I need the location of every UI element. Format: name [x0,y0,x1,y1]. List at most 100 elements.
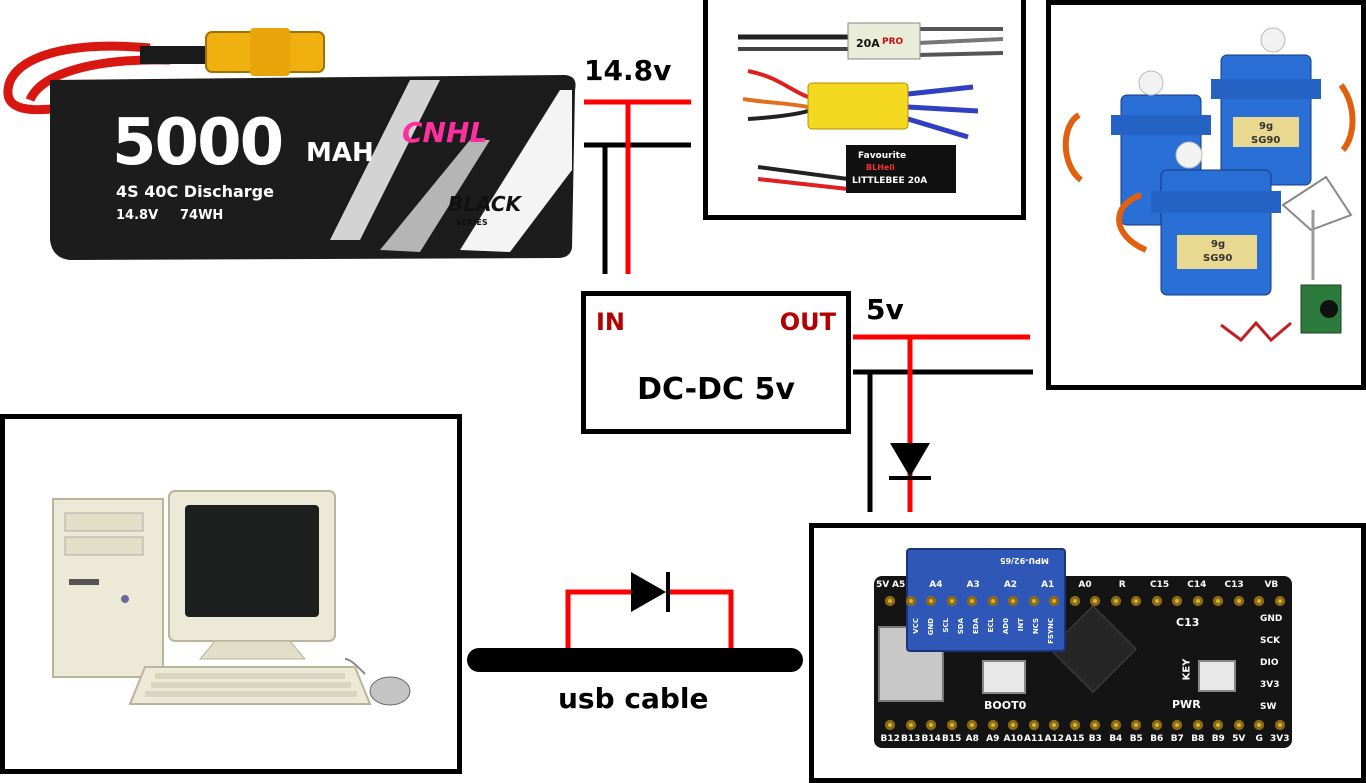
pin-hole [1049,720,1059,730]
top-pin-holes [880,596,1290,608]
esc-box: 20A PRO Favourite BLHeli LITTLEBEE 20A [703,0,1026,220]
right-pin-label: DIO [1260,658,1278,668]
bottom-pin-holes [880,720,1290,732]
pin-hole [1008,596,1018,606]
pin-label: C13 [1215,580,1252,590]
pin-hole [988,596,998,606]
pin-label-5v: 5V [876,580,889,590]
pin-hole [1049,596,1059,606]
imu-pin-label: GND [927,618,935,635]
battery-voltage: 14.8V [116,208,158,223]
pin-hole [1029,596,1039,606]
imu-pins: VCCGNDSCLSDAEDAECLAD0INTNCSFSYNC [910,618,1060,644]
pc-art [5,419,457,769]
pin-label: B5 [1126,734,1147,744]
pin-hole [1029,720,1039,730]
imu-pin-label: INT [1017,618,1025,631]
pin-label: B12 [880,734,901,744]
pin-label: 5V [1229,734,1250,744]
pin-hole [1131,720,1141,730]
pin-label: G [1249,734,1270,744]
pin-hole [967,720,977,730]
boot-label: BOOT0 [984,699,1026,712]
esc-top-suffix: PRO [882,37,903,47]
pin-hole [1111,720,1121,730]
pin-label: A9 [983,734,1004,744]
pin-label: A12 [1044,734,1065,744]
converter-out-label: OUT [780,308,836,336]
imu-pin-label: NCS [1032,618,1040,634]
pin-label: B3 [1085,734,1106,744]
rail-14v8-label: 14.8v [584,54,671,87]
pin-hole [1275,720,1285,730]
pin-label: A10 [1003,734,1024,744]
imu-pin-label: ECL [987,618,995,632]
pin-hole [1090,720,1100,730]
right-pin-labels: GNDSCKDIO3V3SW [1260,614,1290,724]
pin-hole [947,596,957,606]
pin-label: B14 [921,734,942,744]
right-pin-label: SCK [1260,636,1280,646]
battery-capacity: 5000 [112,106,282,180]
pin-hole [1213,596,1223,606]
imu-pin-label: AD0 [1002,618,1010,634]
pin-label: A0 [1066,580,1103,590]
usb-cable-label: usb cable [558,682,709,715]
esc-bottom-label: LITTLEBEE 20A [852,176,927,186]
key-button[interactable] [1198,660,1236,692]
pin-hole [1172,596,1182,606]
battery-unit: MAH [306,138,374,168]
boot-button[interactable] [982,660,1026,694]
imu-pin-label: EDA [972,618,980,634]
battery-series: BLACK [448,192,521,216]
imu-name: MPU-92/65 [1000,556,1049,565]
converter-in-label: IN [596,308,625,336]
pin-label: B9 [1208,734,1229,744]
pin-label: B4 [1106,734,1127,744]
pin-hole [1008,720,1018,730]
pin-hole [1070,596,1080,606]
servo-weight: 9g [1259,121,1273,132]
pwr-label: PWR [1172,698,1201,711]
pin-hole [1193,720,1203,730]
pin-label: 3V3 [1270,734,1291,744]
esc-mid: BLHeli [866,163,895,172]
pin-label: B6 [1147,734,1168,744]
c13-label: C13 [1176,616,1199,629]
esc-top-label: 20A [856,37,880,50]
pin-label: B13 [901,734,922,744]
mcu-box: BOOT0 KEY PWR C13 MPU-92/65 VCCGNDSCLSDA… [809,523,1366,783]
pin-label: A8 [962,734,983,744]
pin-label: B15 [942,734,963,744]
servo-front-weight: 9g [1211,239,1225,250]
imu-pin-label: SCL [942,618,950,633]
pin-hole [1234,596,1244,606]
converter-title: DC-DC 5v [586,372,846,407]
pin-label: B8 [1188,734,1209,744]
pin-hole [906,596,916,606]
bottom-pin-labels: B12B13B14B15A8A9A10A11A12A15B3B4B5B6B7B8… [880,734,1290,748]
battery-energy: 74WH [180,208,223,223]
pin-label: A15 [1065,734,1086,744]
pin-hole [1254,720,1264,730]
pin-label: C14 [1178,580,1215,590]
top-pin-labels: A5A4A3A2A1A0RC15C14C13VB5V [880,580,1290,594]
right-pin-label: 3V3 [1260,680,1280,690]
imu-pin-label: FSYNC [1047,618,1055,644]
pin-hole [1234,720,1244,730]
diode-usb-icon [631,572,666,612]
pin-label: A1 [1029,580,1066,590]
pin-hole [1254,596,1264,606]
battery-brand: CNHL [402,116,487,149]
pin-hole [1193,596,1203,606]
battery-image: 5000 MAH CNHL BLACK SERIES 4S 40C Discha… [0,20,580,260]
servo-box: 9g SG90 9g SG90 [1046,0,1366,390]
servo-art [1051,5,1361,385]
pc-box [0,414,462,774]
pin-hole [926,596,936,606]
pin-label: A2 [992,580,1029,590]
pin-label: A4 [917,580,954,590]
pin-hole [967,596,977,606]
right-pin-label: GND [1260,614,1282,624]
battery-spec: 4S 40C Discharge [116,182,274,201]
